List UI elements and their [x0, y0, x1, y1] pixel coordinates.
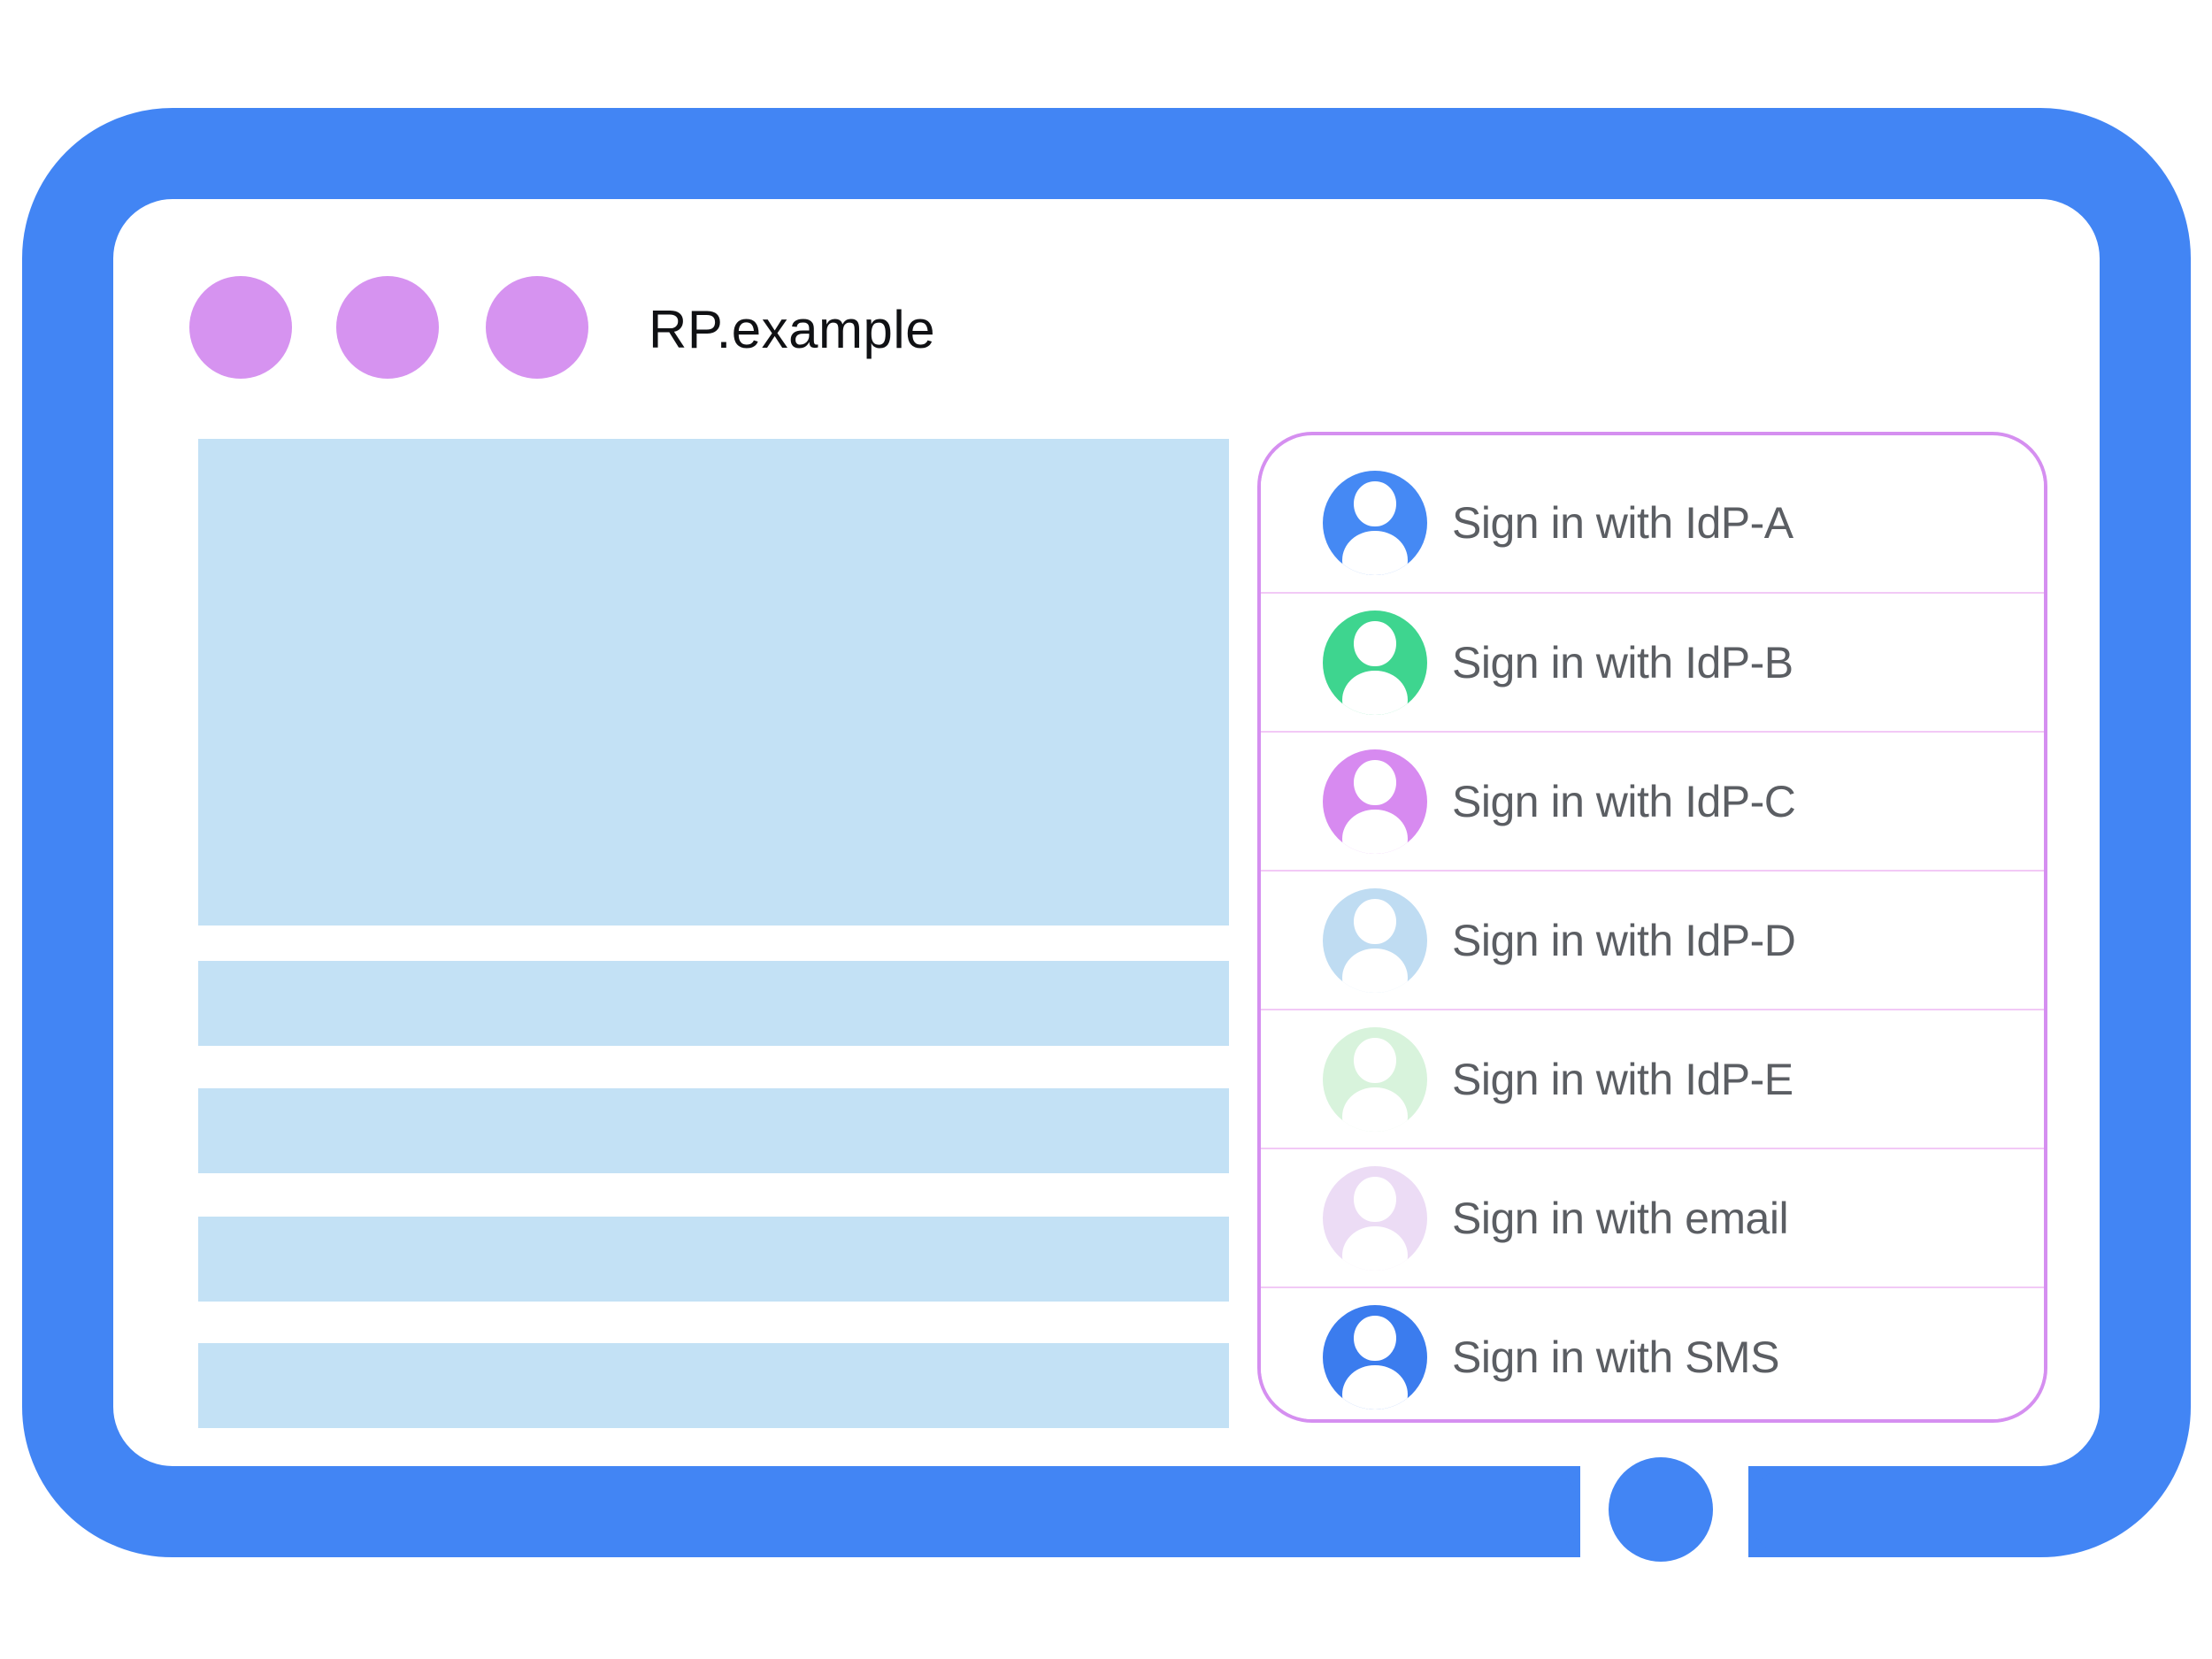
person-icon — [1323, 610, 1427, 715]
signin-option-idp-b[interactable]: Sign in with IdP-B — [1261, 592, 2044, 731]
signin-option-idp-e[interactable]: Sign in with IdP-E — [1261, 1009, 2044, 1148]
signin-option-label: Sign in with IdP-A — [1452, 497, 1793, 548]
person-icon-torso — [1342, 809, 1408, 854]
signin-option-label: Sign in with SMS — [1452, 1332, 1779, 1382]
signin-chooser-panel: Sign in with IdP-A Sign in with IdP-B Si… — [1257, 432, 2047, 1423]
person-icon — [1323, 749, 1427, 854]
person-icon-torso — [1342, 670, 1408, 715]
person-icon-head — [1354, 481, 1396, 527]
signin-option-label: Sign in with IdP-C — [1452, 776, 1796, 826]
signin-option-idp-d[interactable]: Sign in with IdP-D — [1261, 870, 2044, 1009]
text-line-placeholder — [198, 1088, 1229, 1173]
person-icon-head — [1354, 899, 1396, 945]
person-icon-torso — [1342, 948, 1408, 993]
signin-option-idp-c[interactable]: Sign in with IdP-C — [1261, 731, 2044, 870]
person-icon-torso — [1342, 1225, 1408, 1271]
person-icon-head — [1354, 621, 1396, 667]
window-control-dot-1[interactable] — [189, 276, 292, 379]
person-icon-head — [1354, 1316, 1396, 1362]
person-icon — [1323, 1026, 1427, 1132]
signin-option-email[interactable]: Sign in with email — [1261, 1148, 2044, 1286]
person-icon-torso — [1342, 1364, 1408, 1409]
person-icon — [1323, 887, 1427, 993]
person-icon-head — [1354, 1177, 1396, 1223]
text-line-placeholder — [198, 1217, 1229, 1302]
person-icon-torso — [1342, 1087, 1408, 1132]
window-control-dot-3[interactable] — [486, 276, 588, 379]
person-icon — [1323, 470, 1427, 575]
person-icon-torso — [1342, 530, 1408, 575]
page-title: RP.example — [649, 300, 936, 359]
home-button[interactable] — [1609, 1457, 1713, 1562]
signin-option-label: Sign in with IdP-D — [1452, 915, 1796, 965]
signin-option-label: Sign in with email — [1452, 1193, 1789, 1243]
hero-content-placeholder — [198, 439, 1229, 926]
signin-option-sms[interactable]: Sign in with SMS — [1261, 1286, 2044, 1419]
person-icon-head — [1354, 760, 1396, 806]
bezel-bar-left-cap — [1486, 1466, 1580, 1557]
person-icon-head — [1354, 1038, 1396, 1084]
signin-option-label: Sign in with IdP-E — [1452, 1054, 1793, 1104]
person-icon — [1323, 1304, 1427, 1409]
person-icon — [1323, 1165, 1427, 1271]
text-line-placeholder — [198, 1343, 1229, 1428]
signin-option-idp-a[interactable]: Sign in with IdP-A — [1261, 453, 2044, 592]
bezel-bar-right-cap — [1748, 1466, 1842, 1557]
text-line-placeholder — [198, 961, 1229, 1046]
signin-option-label: Sign in with IdP-B — [1452, 637, 1793, 687]
window-control-dot-2[interactable] — [336, 276, 439, 379]
